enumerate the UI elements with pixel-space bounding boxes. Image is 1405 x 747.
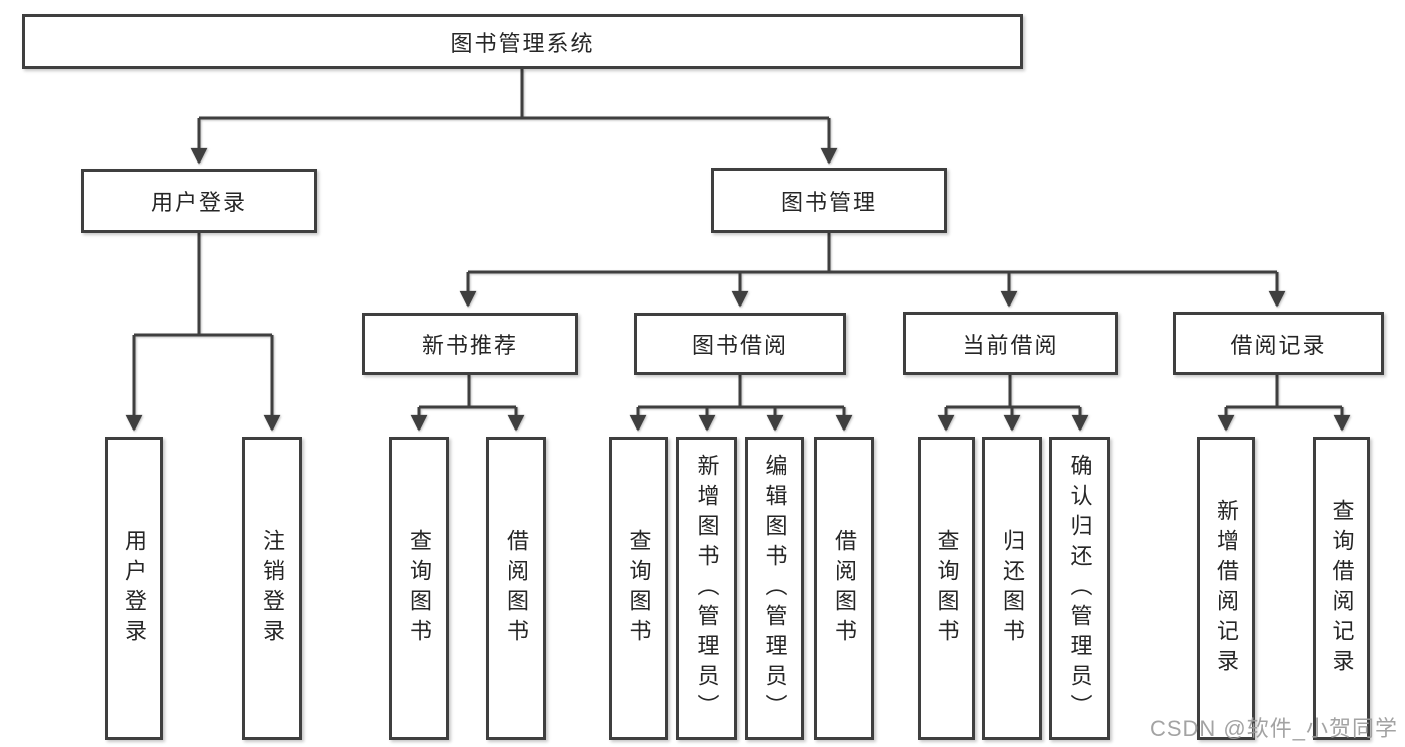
leaf-label: 确认归还（管理员）: [1067, 453, 1093, 724]
leaf-edit-book-admin: 编辑图书（管理员）: [745, 437, 804, 740]
node-book-borrow: 图书借阅: [634, 313, 846, 375]
leaf-borrow-books-1: 借阅图书: [486, 437, 546, 740]
leaf-label: 新增借阅记录: [1214, 498, 1239, 679]
leaf-label: 查询借阅记录: [1329, 498, 1355, 679]
node-user-login: 用户登录: [81, 169, 317, 233]
leaf-borrow-books-2: 借阅图书: [814, 437, 874, 740]
node-current-borrow: 当前借阅: [903, 312, 1118, 375]
leaf-label: 归还图书: [1000, 528, 1025, 649]
leaf-confirm-return-admin: 确认归还（管理员）: [1049, 437, 1110, 740]
leaf-query-books-1: 查询图书: [389, 437, 449, 740]
leaf-user-login: 用户登录: [105, 437, 163, 740]
leaf-return-books: 归还图书: [982, 437, 1042, 740]
leaf-label: 借阅图书: [832, 528, 857, 649]
leaf-query-books-2: 查询图书: [609, 437, 668, 740]
node-new-book-recommend: 新书推荐: [362, 313, 578, 375]
node-library-system: 图书管理系统: [22, 14, 1023, 69]
leaf-query-borrow-record: 查询借阅记录: [1313, 437, 1370, 740]
leaf-add-borrow-record: 新增借阅记录: [1197, 437, 1255, 740]
leaf-label: 查询图书: [626, 528, 652, 649]
leaf-label: 查询图书: [934, 528, 960, 649]
leaf-label: 查询图书: [407, 528, 432, 649]
leaf-label: 编辑图书（管理员）: [762, 453, 788, 724]
leaf-add-book-admin: 新增图书（管理员）: [676, 437, 737, 740]
leaf-label: 用户登录: [122, 528, 147, 649]
node-book-management: 图书管理: [711, 168, 947, 233]
node-borrow-records: 借阅记录: [1173, 312, 1384, 375]
watermark: CSDN @软件_小贺同学: [1149, 716, 1398, 741]
leaf-label: 新增图书（管理员）: [694, 453, 720, 724]
leaf-label: 借阅图书: [504, 528, 529, 649]
leaf-logout: 注销登录: [242, 437, 302, 740]
leaf-query-books-3: 查询图书: [918, 437, 975, 740]
leaf-label: 注销登录: [260, 528, 285, 649]
